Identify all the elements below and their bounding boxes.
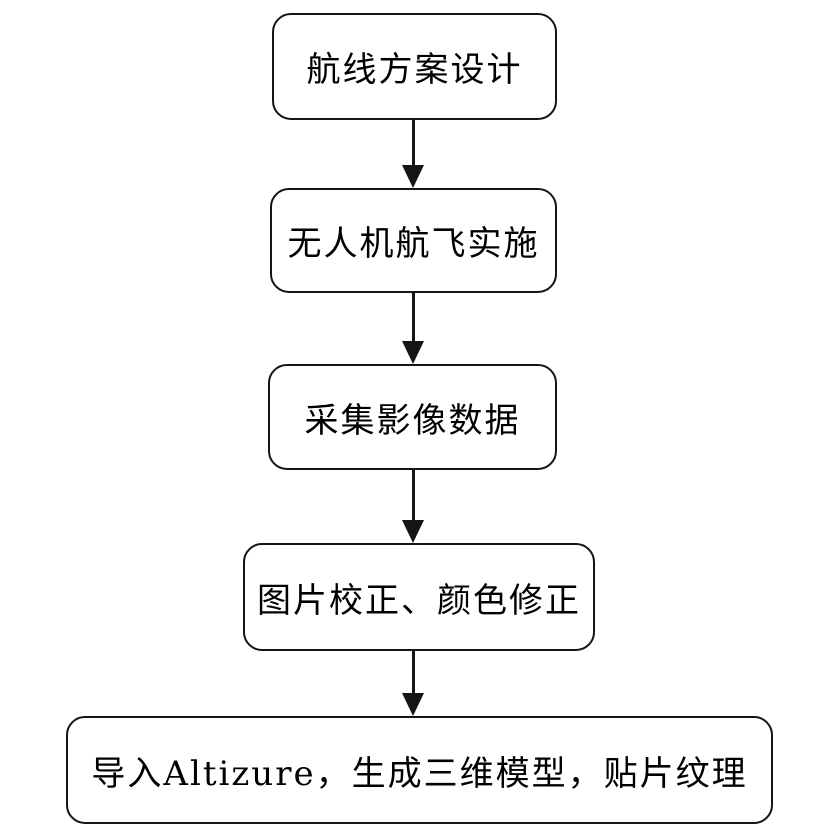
arrow-head-icon <box>402 693 424 716</box>
arrow-head-icon <box>402 520 424 543</box>
flow-node-import-altizure-generate-3d-model-texture: 导入Altizure，生成三维模型，贴片纹理 <box>66 716 773 824</box>
arrow-shaft <box>411 293 415 341</box>
arrow-shaft <box>411 651 415 693</box>
down-arrow-icon <box>402 651 424 716</box>
arrow-head-icon <box>402 165 424 188</box>
down-arrow-icon <box>402 120 424 188</box>
flow-node-collect-image-data: 采集影像数据 <box>268 364 557 470</box>
arrow-head-icon <box>402 341 424 364</box>
down-arrow-icon <box>402 293 424 364</box>
flow-node-route-plan-design: 航线方案设计 <box>272 13 557 120</box>
flow-node-uav-flight-implementation: 无人机航飞实施 <box>270 188 557 293</box>
flow-node-image-correction-color-correction: 图片校正、颜色修正 <box>243 543 595 651</box>
down-arrow-icon <box>402 470 424 543</box>
arrow-shaft <box>411 120 415 165</box>
arrow-shaft <box>411 470 415 520</box>
